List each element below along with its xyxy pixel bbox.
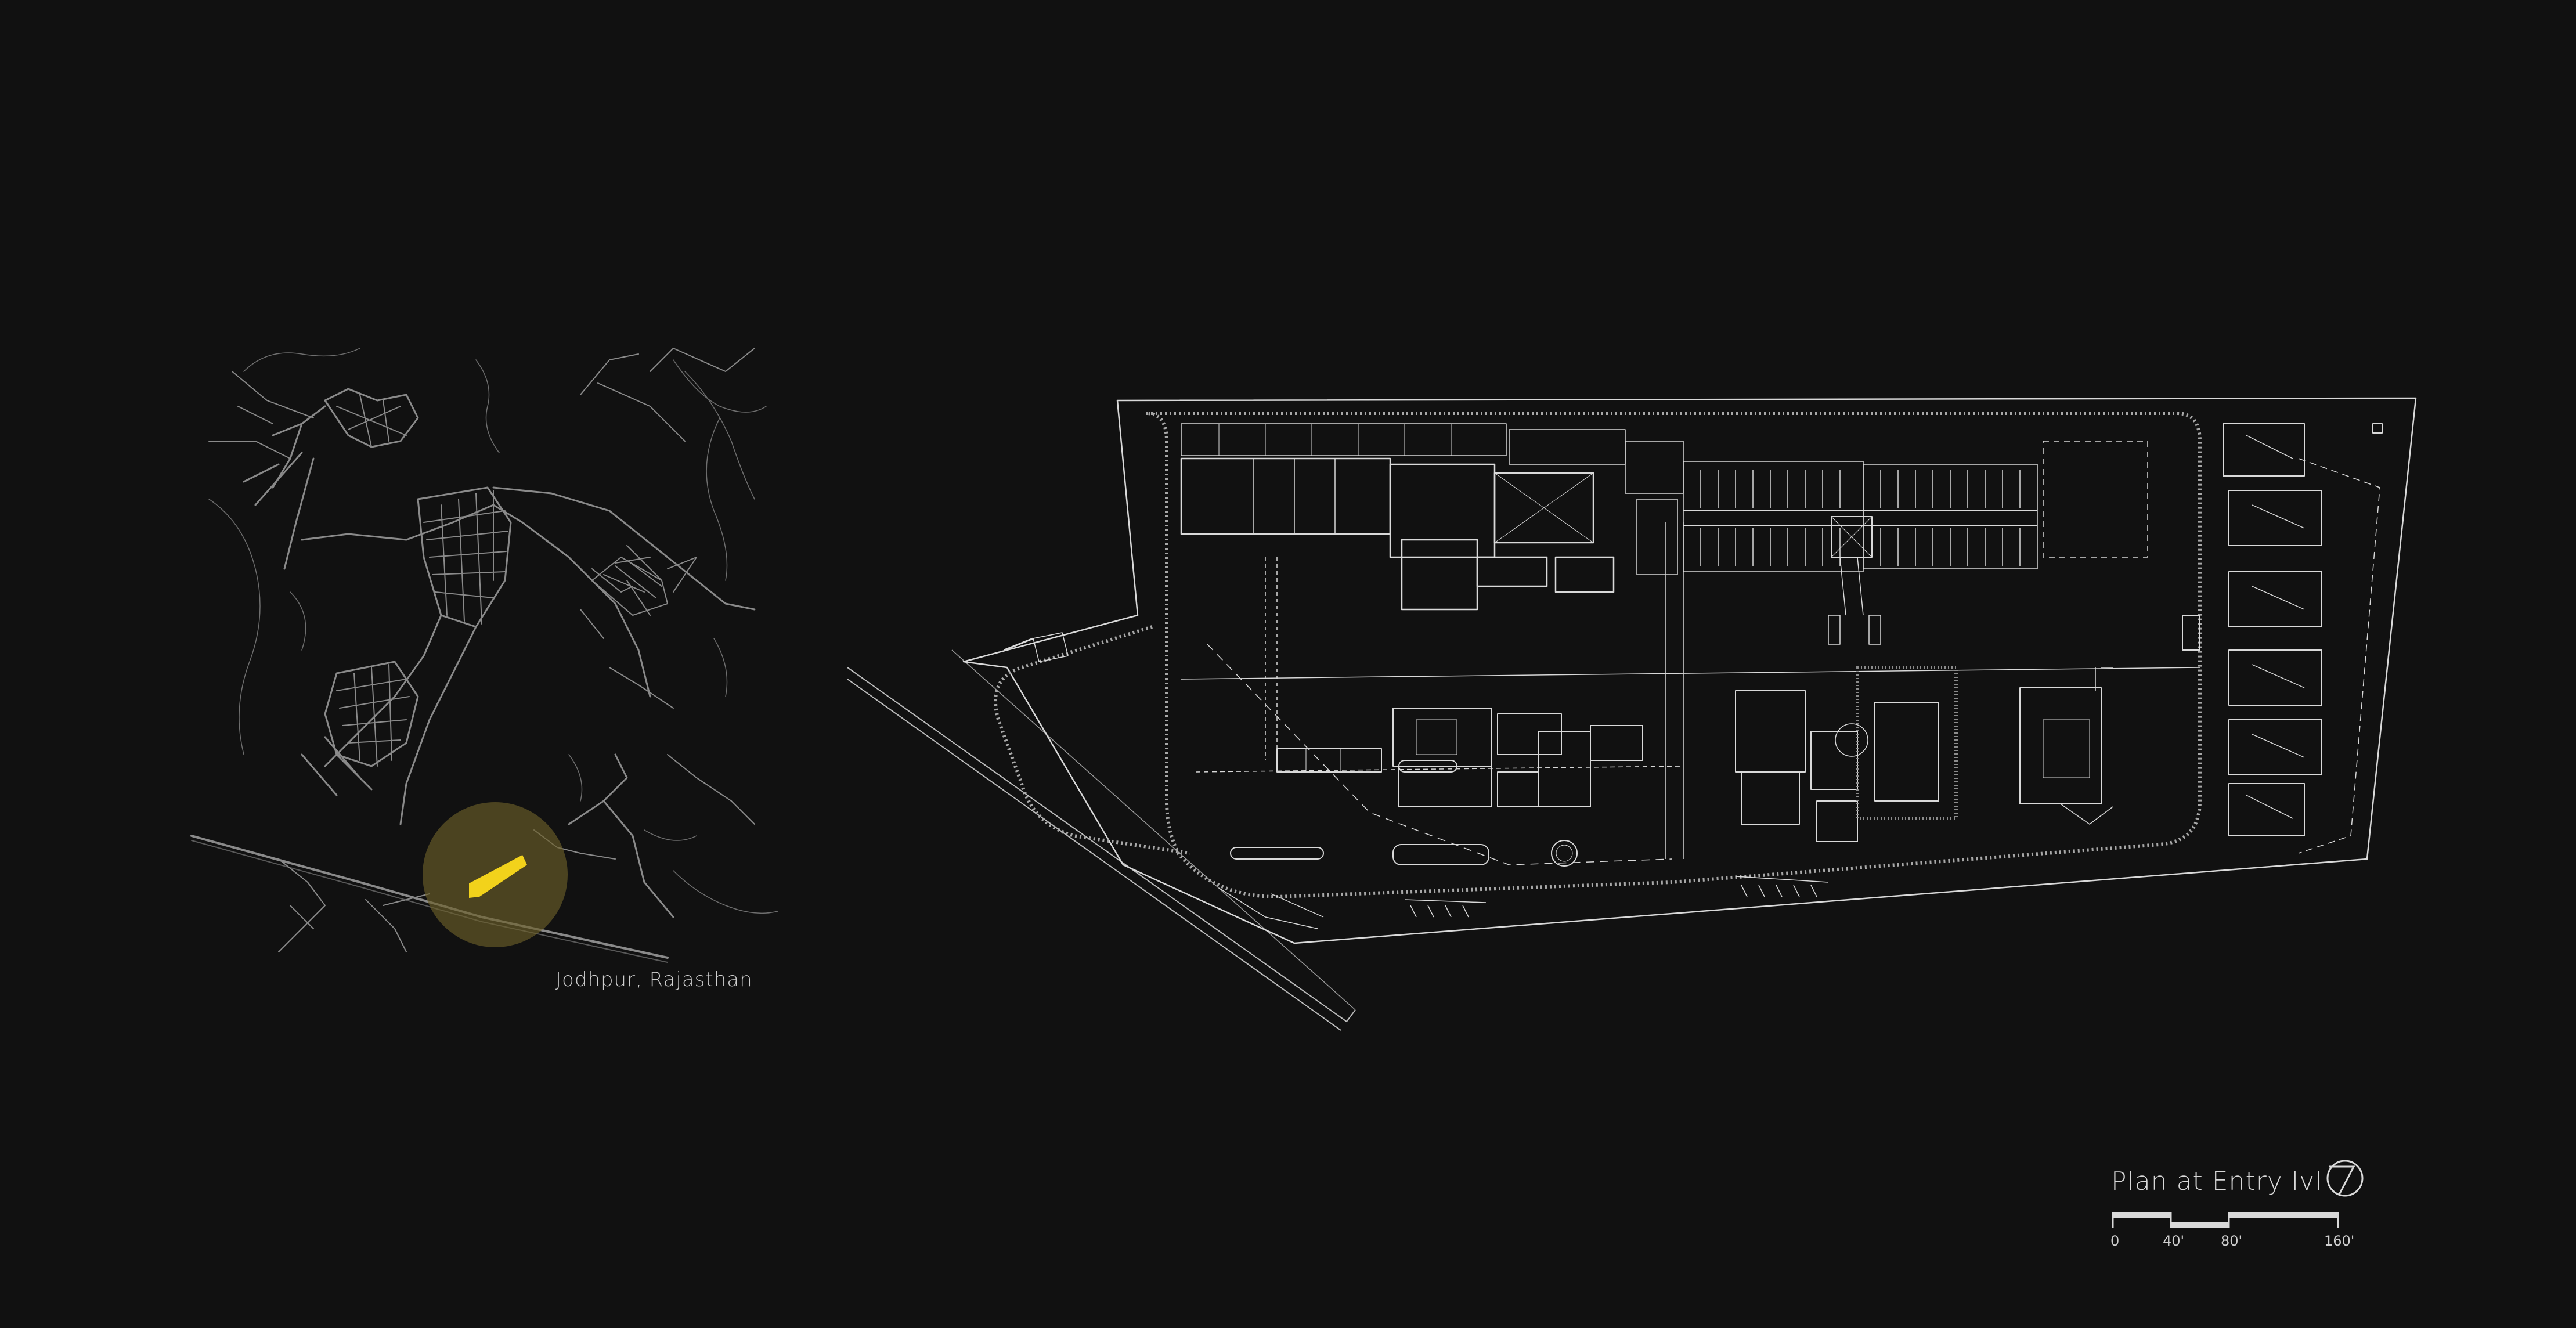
plan-title: Plan at Entry lvl (2111, 1167, 2323, 1196)
scale-tick-80: 80' (2221, 1233, 2243, 1249)
site-highlight (469, 855, 527, 898)
scale-tick-160: 160' (2324, 1233, 2355, 1249)
scale-tick-0: 0 (2110, 1233, 2120, 1249)
scale-tick-40: 40' (2163, 1233, 2185, 1249)
location-map (190, 348, 778, 963)
site-plan (847, 397, 2417, 1031)
north-arrow-icon (2326, 1160, 2364, 1197)
scale-bar (2112, 1212, 2339, 1228)
location-caption: Jodhpur, Rajasthan (555, 968, 753, 991)
